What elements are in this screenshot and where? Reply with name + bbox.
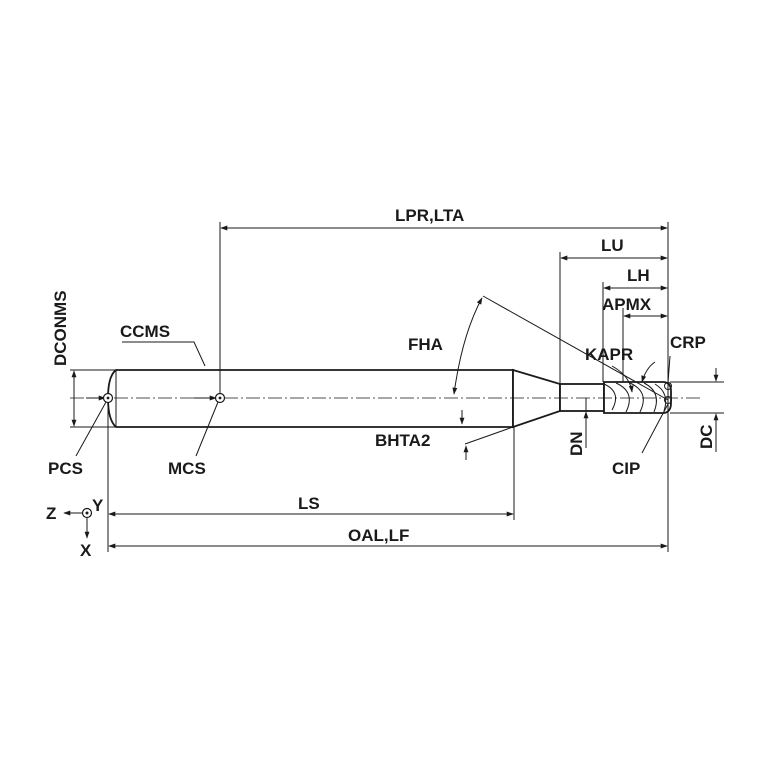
label-crp: CRP [670,333,706,352]
label-ls: LS [298,494,320,513]
label-pcs: PCS [48,459,83,478]
label-fha: FHA [408,335,443,354]
label-lu: LU [601,236,624,255]
label-ccms: CCMS [120,322,170,341]
label-dn: DN [567,431,586,456]
angle-annotations [452,295,669,460]
label-kapr: KAPR [585,345,633,364]
label-oal-lf: OAL,LF [348,526,409,545]
label-dc: DC [697,424,716,449]
label-dconms: DCONMS [51,290,70,366]
extension-lines [70,222,724,552]
tool-taper [512,368,561,429]
coordinate-markers [102,392,226,404]
dimension-lines [71,225,719,549]
axis-symbol [63,507,93,539]
tool-neck [559,383,605,412]
dimension-labels: LPR,LTA LU LH APMX DCONMS CCMS FHA KAPR … [46,206,716,560]
fha-arc [452,297,483,395]
tool-cutting-head [603,381,672,414]
tool-shank [107,369,514,428]
tool-body [107,368,672,429]
leader-lines [75,341,671,457]
label-axis-z: Z [46,504,56,523]
label-axis-y: Y [92,496,104,515]
label-bhta2: BHTA2 [375,431,430,450]
helical-flutes [603,382,667,413]
label-lh: LH [627,266,650,285]
label-apmx: APMX [602,295,652,314]
label-lpr-lta: LPR,LTA [395,206,464,225]
label-mcs: MCS [168,459,206,478]
kapr-arc [611,365,634,393]
label-axis-x: X [80,541,92,560]
label-cip: CIP [612,459,640,478]
